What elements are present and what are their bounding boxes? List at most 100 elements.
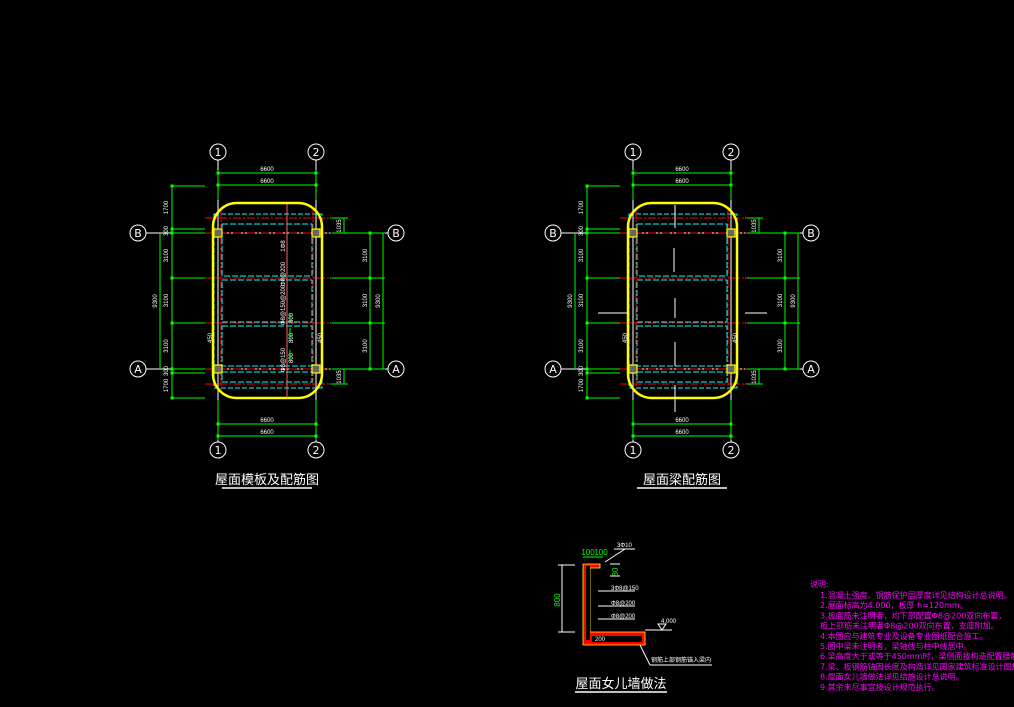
axis-bubble — [544, 360, 562, 378]
rebar-label: Φ8@150@200 — [281, 284, 287, 325]
axis-label: A — [392, 363, 400, 376]
axis-bubble — [802, 360, 820, 378]
dimension-text: 3100 — [164, 293, 170, 307]
note-item: 7.梁、板钢筋锚固长度及构造详见国家建筑标准设计图集11G101-1》。 — [820, 661, 1014, 671]
dimension-text: 3100 — [363, 293, 369, 307]
axis-label: A — [134, 363, 142, 376]
note-item: 3.板底筋未注明者，均下部配置Φ8@200双向布置， — [820, 610, 1006, 620]
dim-tick — [170, 231, 174, 235]
dimension-text: 9300 — [791, 294, 797, 308]
dimension-text: 1035 — [337, 219, 343, 233]
note-item: 1.混凝土强度、钢筋保护层厚度详见结构设计总说明。 — [820, 590, 1012, 600]
dim-tick — [368, 321, 372, 325]
dimension-text: 1035 — [752, 219, 758, 233]
axis-label: B — [549, 227, 557, 240]
notes-heading: 说明: — [810, 579, 829, 589]
dim-tick — [170, 367, 174, 371]
dim-tick — [585, 227, 589, 231]
parapet-outline — [211, 201, 324, 400]
dim-tick — [585, 396, 589, 400]
column — [311, 228, 321, 238]
axis-label: 1 — [215, 444, 222, 457]
dim-tick — [585, 367, 589, 371]
dim-tick — [585, 184, 589, 188]
rebar-label: Φ8@150 — [281, 347, 287, 372]
bar-label: Φ8@200 — [611, 601, 636, 607]
bar-label: Φ8@200 — [611, 614, 636, 620]
dimension-text: 1700 — [164, 200, 170, 214]
dimension-text: 3100 — [579, 248, 585, 262]
detail-title: 屋面女儿墙做法 — [575, 676, 666, 692]
dimension-text: 300 — [579, 225, 585, 236]
axis-label: 2 — [728, 146, 735, 159]
dimension-text: 3100 — [778, 339, 784, 353]
dim-tick — [783, 231, 787, 235]
dimension-text: 1035 — [752, 370, 758, 384]
dimension-text: 3100 — [778, 248, 784, 262]
dimension-text: 3100 — [363, 339, 369, 353]
axis-label: A — [807, 363, 815, 376]
slab-panel — [636, 279, 728, 323]
dim-tick — [170, 276, 174, 280]
note-item: 9.其余未尽事宜按设计规范执行。 — [820, 682, 940, 692]
axis-label: 1 — [215, 146, 222, 159]
width-dim: 100 — [581, 548, 595, 557]
dimension-text: 450 — [623, 332, 629, 343]
slab-outline — [213, 213, 323, 389]
dimension-text: 6600 — [260, 179, 274, 185]
axis-label: A — [549, 363, 557, 376]
axis-bubble — [209, 143, 227, 161]
dimension-text: 300 — [164, 225, 170, 236]
width-dim: 100 — [594, 548, 608, 557]
slab-panel — [636, 325, 728, 367]
axis-bubble — [307, 441, 325, 459]
dim-tick — [368, 231, 372, 235]
axis-bubble — [129, 360, 147, 378]
leader-line — [639, 644, 651, 666]
slab-panel — [221, 279, 313, 323]
dim-tick — [783, 321, 787, 325]
column — [628, 364, 638, 374]
dimension-text: 3100 — [164, 339, 170, 353]
dimension-text: 6600 — [675, 418, 689, 424]
dim-tick — [783, 276, 787, 280]
general-notes: 说明:1.混凝土强度、钢筋保护层厚度详见结构设计总说明。2.屋面标高为4.000… — [810, 579, 1014, 692]
dimension-text: 1700 — [579, 378, 585, 392]
note-item: 6.梁高度大于或等于450mm时，梁侧面按构造配置腰筋，详见设计总说明。 — [820, 651, 1014, 661]
axis-bubble — [624, 143, 642, 161]
parapet-outline — [626, 201, 739, 400]
dimension-text: 6600 — [260, 167, 274, 173]
dim-tick — [170, 184, 174, 188]
dimension-text: 1700 — [164, 378, 170, 392]
axis-label: 1 — [630, 444, 637, 457]
slab-panel — [221, 325, 313, 367]
axis-bubble — [624, 441, 642, 459]
cap-height-dim: 80 — [611, 567, 620, 576]
dim-tick — [585, 321, 589, 325]
dimension-text: 3100 — [579, 293, 585, 307]
dim-tick — [170, 371, 174, 375]
axis-bubble — [544, 224, 562, 242]
slab-panel — [636, 371, 728, 383]
dimension-text: 300 — [579, 365, 585, 376]
axis-bubble — [722, 143, 740, 161]
leader-line — [604, 548, 626, 563]
axis-bubble — [387, 360, 405, 378]
note-item: 板上部筋未注明者Φ8@200双向布置，支座附加。 — [820, 621, 999, 631]
dimension-text: 1035 — [337, 370, 343, 384]
dimension-text: 450 — [318, 332, 324, 343]
axis-label: B — [134, 227, 142, 240]
axis-label: 2 — [313, 146, 320, 159]
leader-label: 钢筋上部钢筋锚入梁内 — [651, 656, 711, 664]
dimension-text: 9300 — [153, 294, 159, 308]
elevation-symbol — [657, 623, 667, 631]
note-item: 5.图中梁未注明者，梁轴线与柱中线居中。 — [820, 641, 972, 651]
slab-panel — [636, 223, 728, 277]
dimension-text: 6600 — [675, 167, 689, 173]
dimension-text: 450 — [733, 332, 739, 343]
note-item: 2.屋面标高为4.000，板厚 h=120mm。 — [820, 600, 968, 610]
bar-label: 3Φ8@150 — [611, 586, 639, 592]
